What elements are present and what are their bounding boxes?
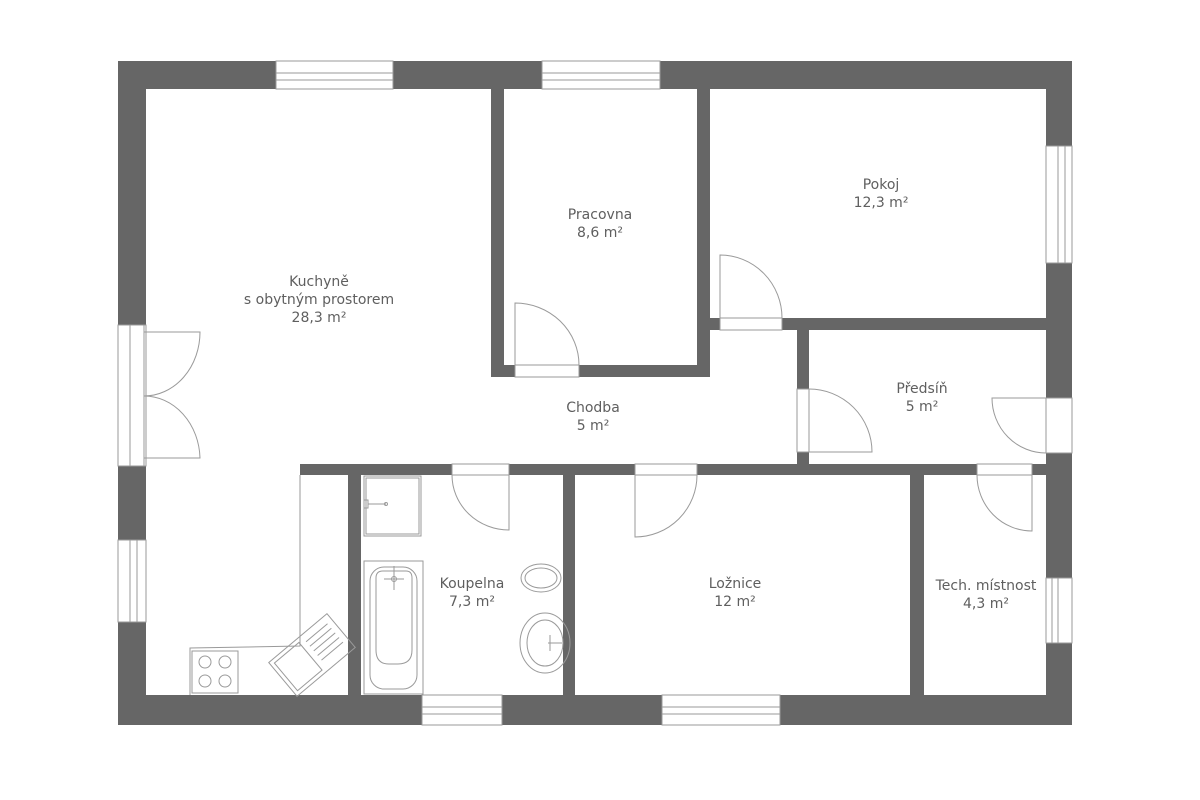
- kitchen-counter: [189, 475, 301, 695]
- washbasin-icon: [519, 612, 571, 674]
- shower-icon: [363, 475, 422, 537]
- room-label-study: Pracovna 8,6 m²: [567, 207, 633, 241]
- room-label-room: Pokoj 12,3 m²: [853, 177, 909, 211]
- room-label-tech: Tech. místnost 4,3 m²: [935, 578, 1037, 612]
- doors: [117, 254, 1073, 538]
- toilet-icon: [520, 563, 562, 593]
- sink-icon: [268, 613, 356, 697]
- room-label-corridor: Chodba 5 m²: [566, 400, 620, 434]
- room-label-hall: Předsíň 5 m²: [896, 381, 948, 415]
- room-label-bedroom: Ložnice 12 m²: [708, 576, 762, 610]
- room-label-bathroom: Koupelna 7,3 m²: [439, 576, 505, 610]
- stove-icon: [191, 650, 239, 694]
- windows: [117, 60, 1073, 726]
- room-label-kitchen: Kuchyně s obytným prostorem 28,3 m²: [243, 274, 395, 326]
- bathtub-icon: [363, 560, 424, 695]
- fixtures: [189, 475, 571, 697]
